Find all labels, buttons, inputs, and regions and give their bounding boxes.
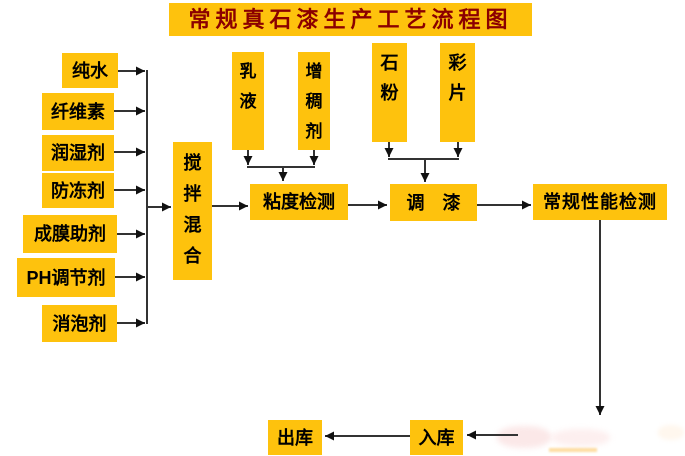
watermark-remnant — [497, 426, 551, 448]
node-color-chips: 彩片 — [440, 43, 475, 142]
node-stone-powder: 石粉 — [372, 43, 407, 142]
node-emulsion: 乳液 — [232, 52, 264, 150]
watermark-remnant — [658, 425, 684, 440]
node-warehouse-in: 入库 — [410, 420, 463, 455]
node-thickener: 增稠剂 — [298, 52, 330, 150]
node-ph-adjuster: PH调节剂 — [17, 258, 115, 297]
node-antifreeze: 防冻剂 — [42, 173, 114, 208]
node-stir-mix: 搅拌混合 — [173, 142, 212, 280]
watermark-remnant — [549, 448, 597, 452]
node-pure-water: 纯水 — [62, 53, 118, 88]
node-paint-tinting: 调 漆 — [390, 184, 477, 221]
watermark-remnant — [552, 429, 610, 446]
node-performance-test: 常规性能检测 — [533, 184, 667, 220]
node-warehouse-out: 出库 — [268, 420, 322, 455]
node-viscosity-test: 粘度检测 — [250, 184, 348, 220]
node-cellulose: 纤维素 — [42, 93, 114, 130]
diagram-title: 常规真石漆生产工艺流程图 — [169, 3, 532, 36]
node-defoamer: 消泡剂 — [42, 305, 117, 342]
node-film-forming-aid: 成膜助剂 — [23, 215, 117, 253]
node-wetting-agent: 润湿剂 — [42, 135, 114, 171]
